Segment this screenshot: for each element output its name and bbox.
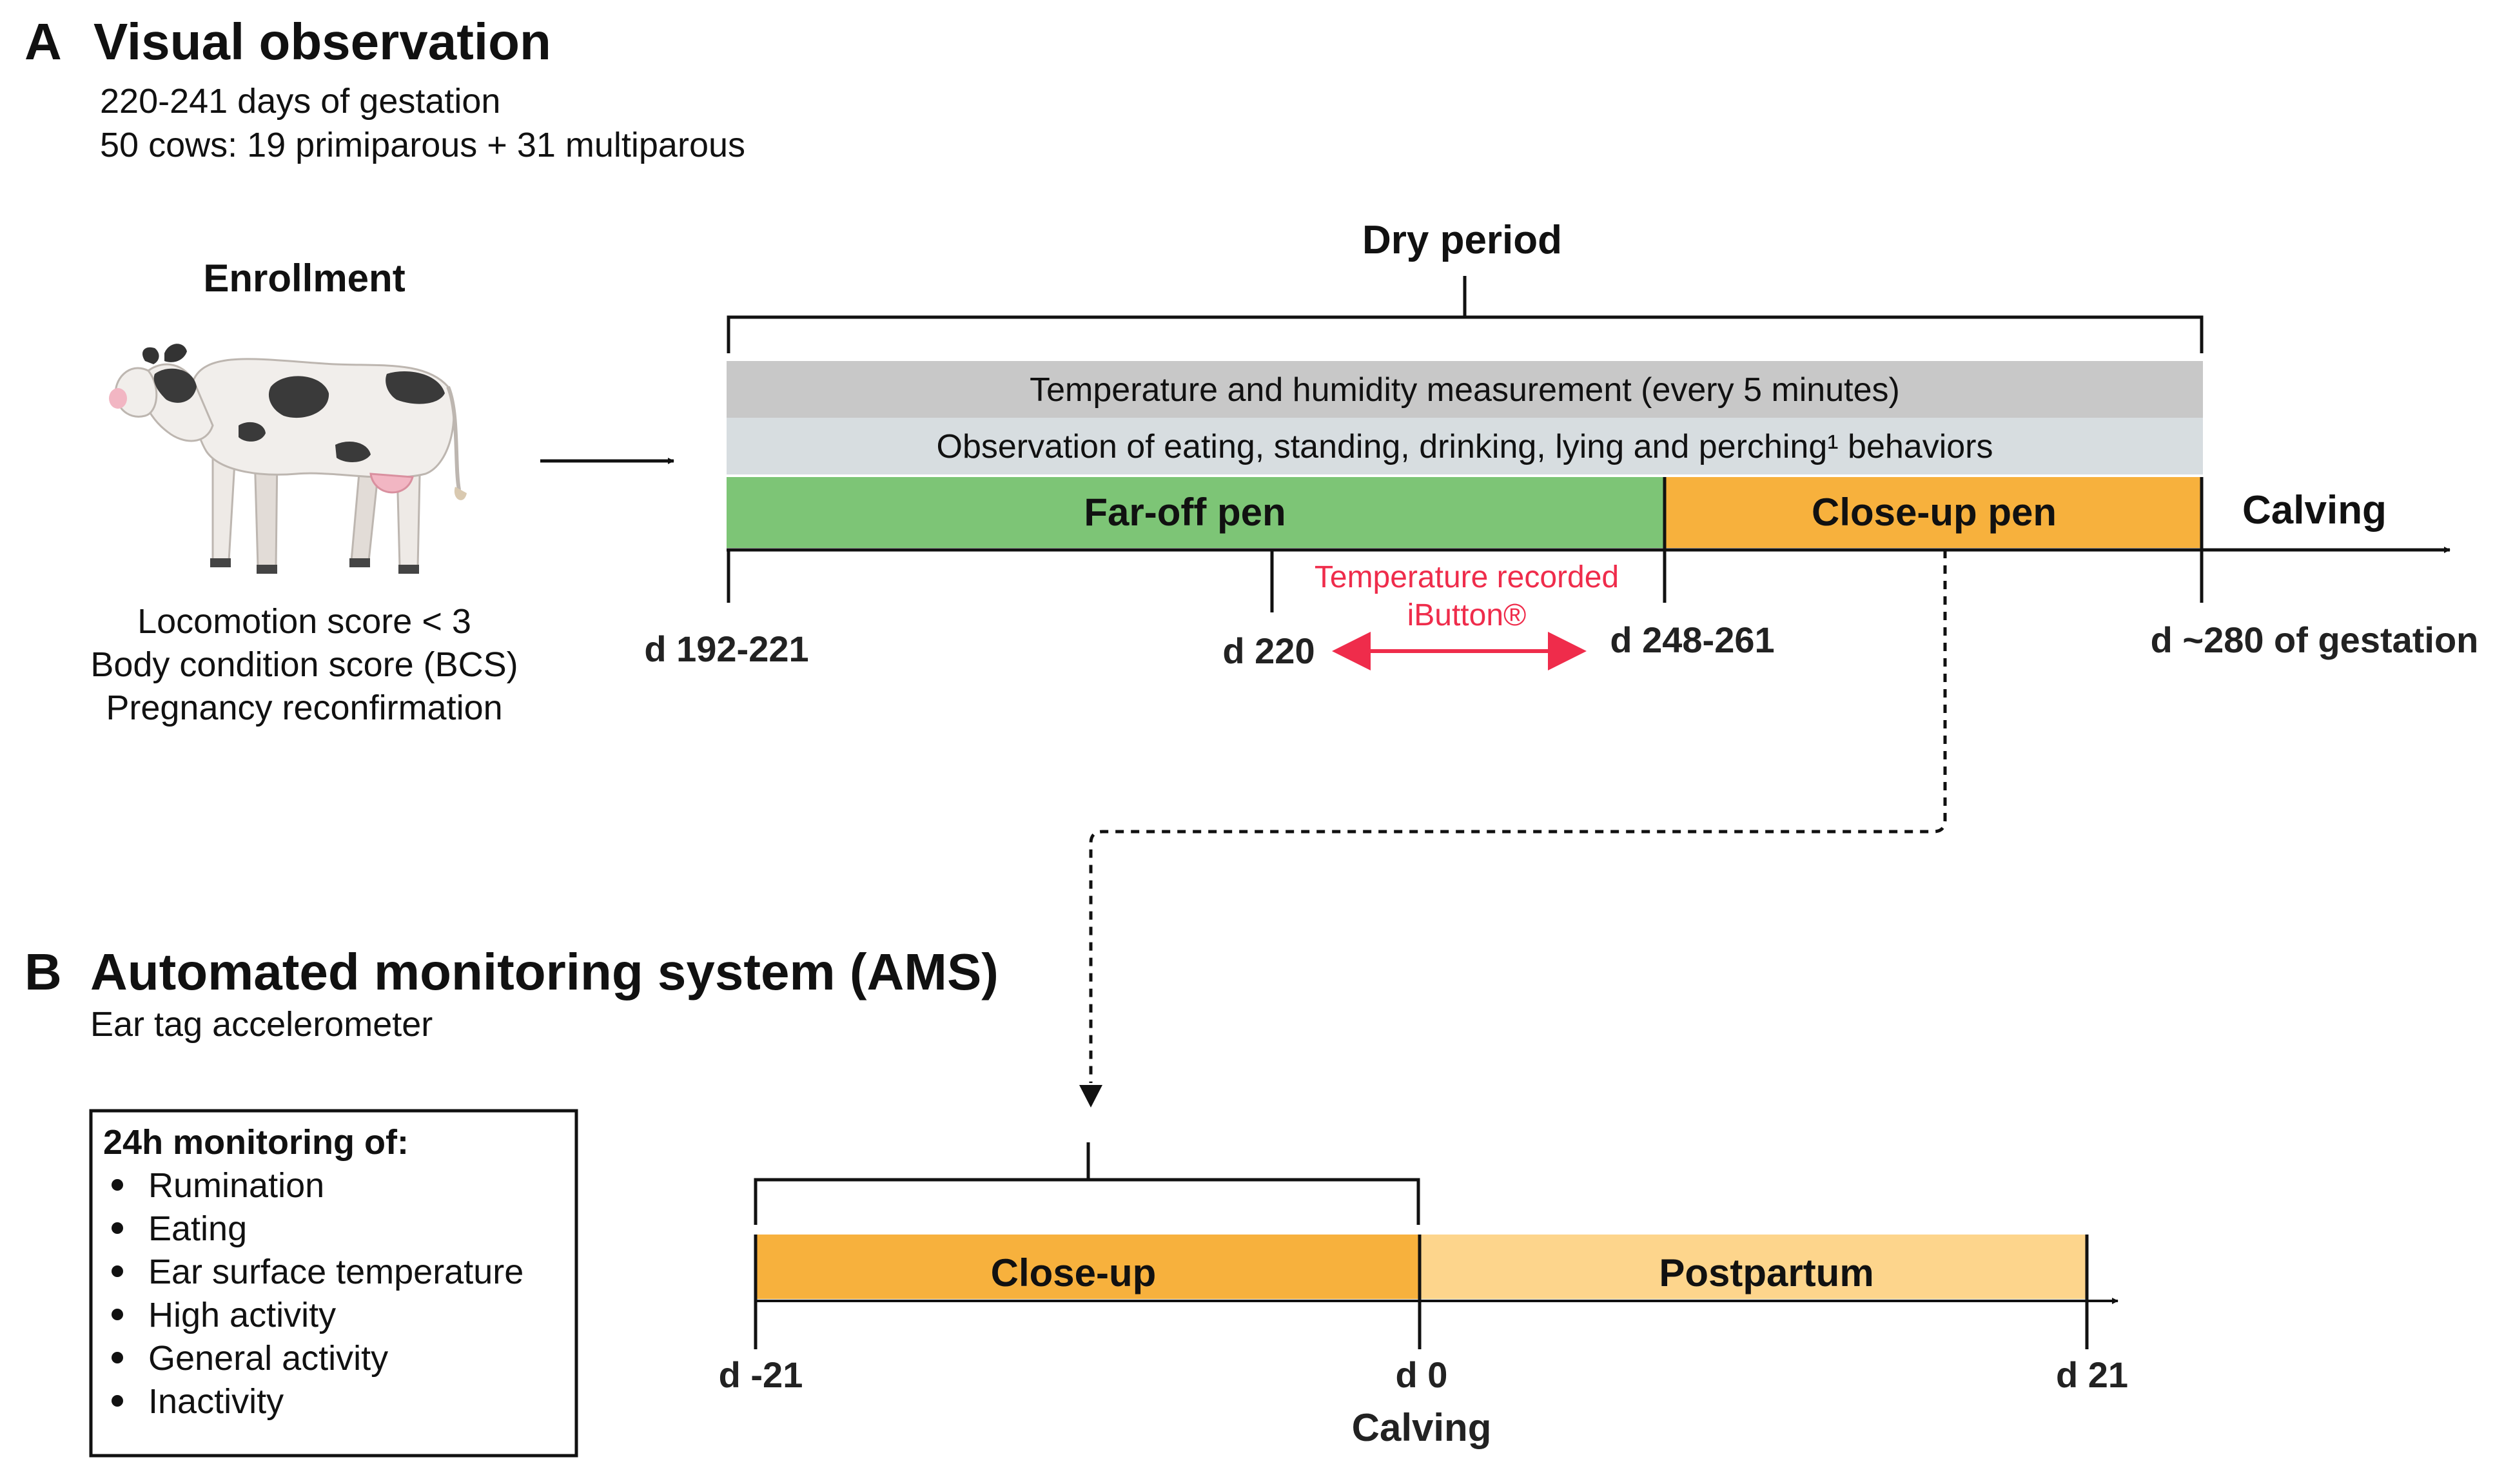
section-a-header: A Visual observation 220-241 days of ges… (24, 13, 745, 164)
monitoring-item: Ear surface temperature (148, 1253, 523, 1291)
holstein-cow-icon (109, 344, 467, 574)
dry-period-bracket: Dry period (727, 218, 2204, 353)
section-a-subtitle-2: 50 cows: 19 primiparous + 31 multiparous (100, 126, 745, 164)
temperature-humidity-label: Temperature and humidity measurement (ev… (1030, 371, 1900, 409)
dry-period-label: Dry period (1362, 218, 1562, 262)
tick-label-end: d ~280 of gestation (2151, 620, 2479, 660)
monitoring-item: Eating (148, 1209, 247, 1248)
section-a-title: Visual observation (93, 13, 551, 70)
close-up-label-b: Close-up (991, 1251, 1157, 1294)
tick-b-label-end: d 21 (2056, 1354, 2128, 1395)
monitoring-item: Inactivity (148, 1382, 284, 1421)
calving-label-b: Calving (1352, 1406, 1492, 1449)
monitoring-list: Rumination Eating Ear surface temperatur… (112, 1166, 523, 1421)
monitoring-item: General activity (148, 1339, 388, 1378)
postpartum-label: Postpartum (1659, 1251, 1873, 1294)
dashed-connector-arrowhead (1079, 1085, 1102, 1108)
close-up-pen-label: Close-up pen (1812, 491, 2057, 534)
far-off-pen-bar (727, 477, 1665, 548)
enrollment-criterion: Pregnancy reconfirmation (106, 688, 502, 727)
ibutton-label-2: iButton® (1407, 598, 1527, 632)
far-off-pen-label: Far-off pen (1084, 491, 1286, 534)
section-a-letter: A (24, 13, 62, 70)
tick-b-label-zero: d 0 (1396, 1354, 1448, 1395)
calving-label-a: Calving (2242, 488, 2387, 532)
monitoring-box: 24h monitoring of: Rumination Eating Ear… (89, 1109, 578, 1458)
temperature-humidity-band (727, 361, 2203, 418)
section-b-header: B Automated monitoring system (AMS) Ear … (24, 943, 999, 1044)
close-up-bracket (754, 1178, 1420, 1225)
timeline-a: Dry period Temperature and humidity meas… (644, 218, 2478, 1108)
enrollment-panel: Enrollment (90, 257, 518, 727)
monitoring-item: Rumination (148, 1166, 324, 1205)
section-b-subtitle: Ear tag accelerometer (90, 1005, 433, 1044)
dashed-connector (1089, 550, 1947, 1083)
close-up-bar (756, 1235, 1420, 1299)
tick-label-d220: d 220 (1222, 630, 1315, 671)
tick-label-start: d 192-221 (644, 629, 808, 669)
enrollment-criterion: Locomotion score < 3 (137, 602, 471, 641)
timeline-b: Close-up Postpartum d -21 d 0 d 21 Calvi… (719, 1142, 2128, 1449)
close-up-pen-bar (1665, 477, 2203, 548)
postpartum-bar (1420, 1235, 2087, 1299)
monitoring-heading: 24h monitoring of: (103, 1123, 409, 1162)
enrollment-title: Enrollment (203, 257, 405, 300)
observation-label: Observation of eating, standing, drinkin… (937, 428, 1993, 465)
monitoring-item: High activity (148, 1296, 336, 1334)
section-b-letter: B (24, 943, 62, 1001)
section-a-subtitle-1: 220-241 days of gestation (100, 82, 500, 121)
section-b-title: Automated monitoring system (AMS) (90, 943, 999, 1001)
tick-label-mid: d 248-261 (1610, 620, 1774, 660)
tick-b-label-start: d -21 (719, 1354, 803, 1395)
ibutton-label-1: Temperature recorded (1315, 560, 1619, 594)
enrollment-criterion: Body condition score (BCS) (90, 645, 518, 684)
observation-band (727, 418, 2203, 474)
